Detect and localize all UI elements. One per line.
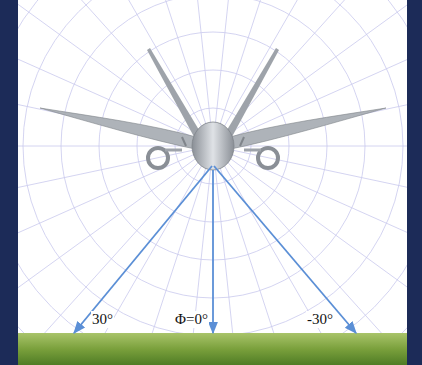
- angle-label: Φ=0°: [174, 311, 209, 328]
- panel: [18, 0, 407, 365]
- ground: [18, 333, 407, 365]
- angle-label: 30°: [91, 311, 114, 328]
- angle-label: -30°: [306, 311, 334, 328]
- polar-grid: [18, 0, 407, 333]
- view-rays: [74, 166, 356, 333]
- aircraft: [40, 48, 386, 170]
